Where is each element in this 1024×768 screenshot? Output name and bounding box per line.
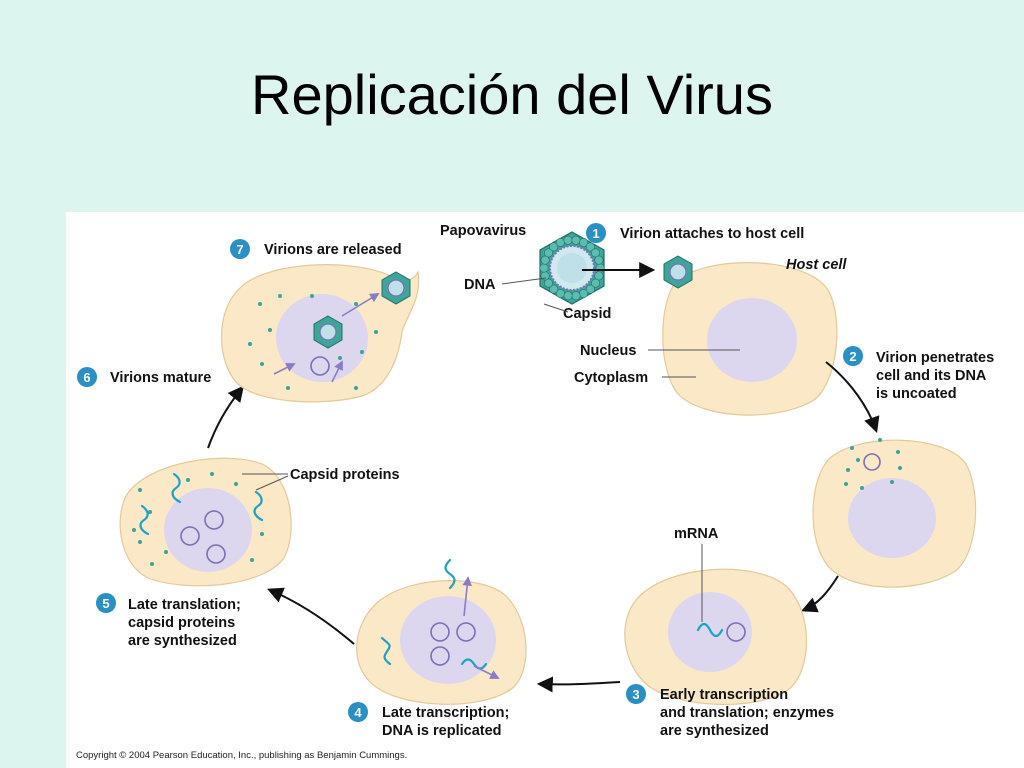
step-5-line1: Late translation;: [128, 597, 241, 613]
mrna-label: mRNA: [674, 526, 719, 542]
nucleus-label: Nucleus: [580, 343, 636, 359]
step-6: 6 Virions mature: [77, 367, 211, 387]
arrow-4-5: [267, 587, 355, 645]
step-6-text: Virions mature: [110, 370, 211, 386]
host-cell-label: Host cell: [786, 257, 847, 273]
copyright-text: Copyright © 2004 Pearson Education, Inc.…: [76, 750, 407, 761]
step-2-badge: [843, 346, 863, 366]
mrna-strand-4c: [460, 658, 488, 670]
step-5-line2: capsid proteins: [128, 615, 235, 631]
step-2-line2: cell and its DNA: [876, 368, 987, 384]
step-1-badge: [586, 223, 606, 243]
attached-virion: [663, 255, 693, 289]
step-2-number: 2: [849, 349, 856, 364]
step-2: 2 Virion penetrates cell and its DNA is …: [843, 346, 994, 402]
cell-step3: [624, 568, 808, 706]
dna-leader: [501, 277, 547, 285]
cytoplasm-label: Cytoplasm: [574, 370, 648, 386]
step-2-line1: Virion penetrates: [876, 350, 994, 366]
papovavirus-virion: [539, 231, 605, 305]
step-3-line3: are synthesized: [660, 723, 769, 739]
capsid-proteins-label: Capsid proteins: [290, 467, 400, 483]
mrna-strand-5a: [171, 472, 182, 504]
step-4-number: 4: [354, 705, 362, 720]
step-2-line3: is uncoated: [876, 386, 957, 402]
step-5-line3: are synthesized: [128, 633, 237, 649]
step-4-line2: DNA is replicated: [382, 723, 502, 739]
papovavirus-label: Papovavirus: [440, 223, 526, 239]
arrow-2-3: [801, 575, 839, 613]
arrow-1-2: [825, 361, 880, 434]
step-7-number: 7: [236, 242, 243, 257]
dna-label: DNA: [464, 277, 496, 293]
cell-step2: [812, 439, 977, 588]
step-3-line1: Early transcription: [660, 687, 788, 703]
step-4-line1: Late transcription;: [382, 705, 509, 721]
cell-step6-7: [221, 264, 420, 403]
step-7-badge: [230, 239, 250, 259]
step-7-text: Virions are released: [264, 242, 402, 258]
capsid-leader: [543, 303, 569, 313]
step-6-badge: [77, 367, 97, 387]
mrna-strand: [696, 622, 724, 638]
capsid-label: Capsid: [563, 306, 611, 322]
step-3-number: 3: [632, 687, 639, 702]
cell-step1: [662, 262, 838, 416]
step-1: 1 Virion attaches to host cell: [586, 223, 804, 243]
step-7: 7 Virions are released: [230, 239, 402, 259]
cell-step4: [356, 558, 527, 705]
step-5-number: 5: [102, 596, 109, 611]
slide-title: Replicación del Virus: [251, 63, 773, 126]
step-1-text: Virion attaches to host cell: [620, 226, 804, 242]
replication-figure: Papovavirus DNA Capsid Host cell Nucleus…: [66, 212, 1024, 768]
step-5: 5 Late translation; capsid proteins are …: [96, 593, 241, 649]
mrna-strand-4b: [380, 636, 392, 666]
step-3-badge: [626, 684, 646, 704]
step-3-line2: and translation; enzymes: [660, 705, 834, 721]
step-4: 4 Late transcription; DNA is replicated: [348, 702, 509, 739]
mrna-strand-4a: [444, 558, 456, 590]
replication-diagram: Papovavirus DNA Capsid Host cell Nucleus…: [76, 223, 994, 761]
capsid-proteins-leader-b: [255, 475, 289, 491]
step-1-number: 1: [592, 226, 599, 241]
step-5-badge: [96, 593, 116, 613]
step-4-badge: [348, 702, 368, 722]
mrna-strand-5b: [139, 504, 150, 536]
step-3: 3 Early transcription and translation; e…: [626, 684, 834, 739]
arrow-3-4: [536, 676, 621, 693]
cell-step5: [119, 457, 292, 587]
capsid-protein-dots: [132, 294, 902, 566]
mrna-strand-5c: [253, 490, 264, 522]
step-6-number: 6: [83, 370, 90, 385]
arrow-5-6: [207, 385, 244, 449]
